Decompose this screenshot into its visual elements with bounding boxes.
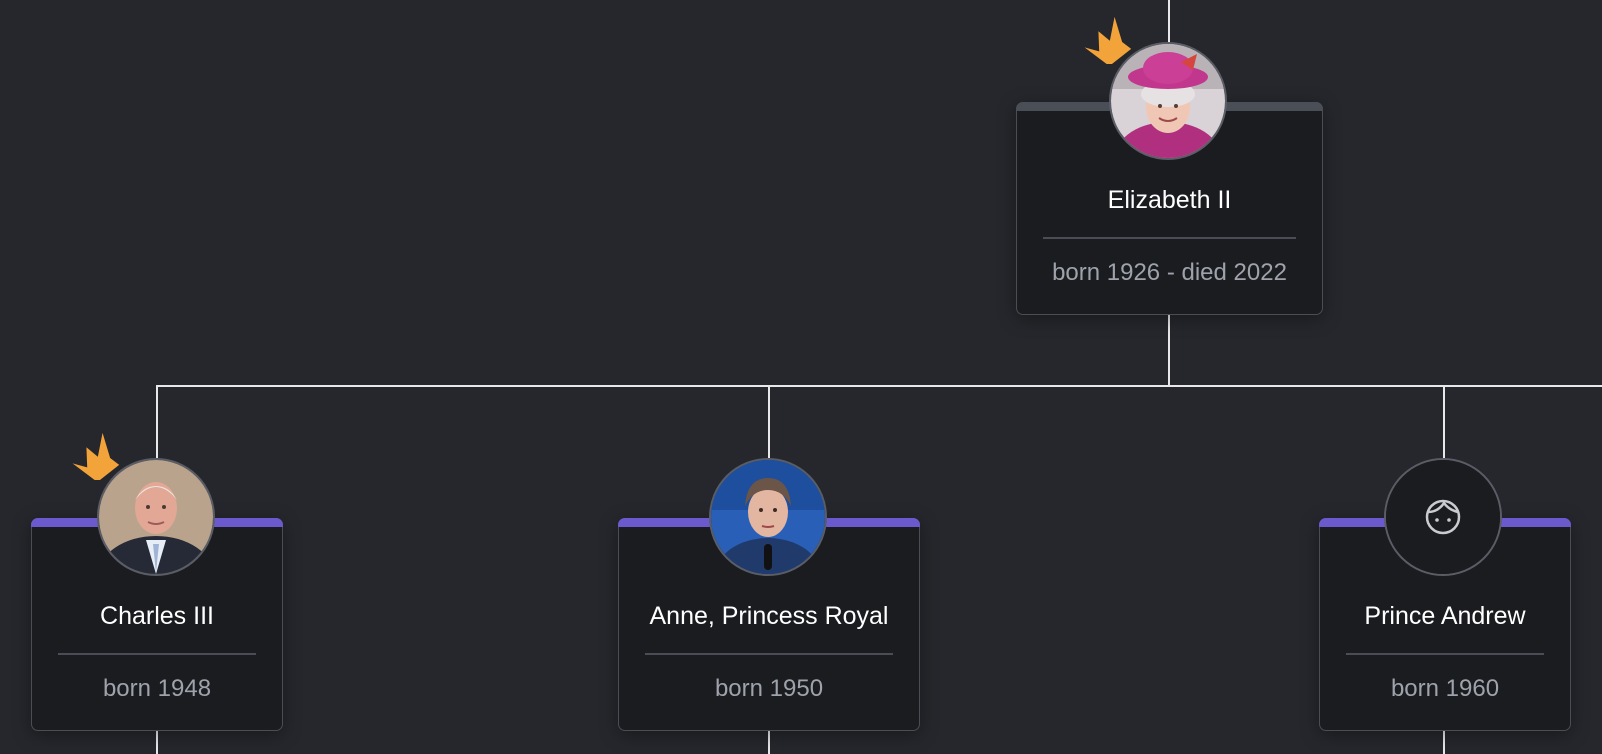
person-dates: born 1950 (714, 675, 824, 702)
card-divider (58, 653, 256, 655)
connector-line (1168, 314, 1170, 386)
card-divider (1043, 237, 1296, 239)
face-icon (1386, 460, 1500, 574)
avatar-elizabeth-ii[interactable] (1109, 42, 1227, 160)
person-dates: born 1948 (102, 675, 212, 702)
avatar-charles-iii[interactable] (97, 458, 215, 576)
card-divider (1346, 653, 1544, 655)
connector-line (768, 385, 770, 458)
connector-line (1443, 730, 1445, 754)
connector-line (156, 385, 1602, 387)
connector-line (156, 385, 158, 458)
person-card-elizabeth-ii[interactable]: Elizabeth II born 1926 - died 2022 (1016, 102, 1323, 315)
person-name: Elizabeth II (1107, 186, 1232, 214)
person-name: Anne, Princess Royal (649, 602, 889, 630)
connector-line (156, 730, 158, 754)
connector-line (1443, 385, 1445, 458)
person-name: Charles III (100, 602, 214, 630)
person-name: Prince Andrew (1364, 602, 1526, 630)
connector-line (768, 730, 770, 754)
card-divider (645, 653, 893, 655)
crown-icon (72, 432, 120, 480)
avatar-prince-andrew[interactable] (1384, 458, 1502, 576)
crown-icon (1084, 16, 1132, 64)
avatar-anne-princess-royal[interactable] (709, 458, 827, 576)
person-dates: born 1926 - died 2022 (1052, 259, 1287, 286)
person-dates: born 1960 (1390, 675, 1500, 702)
